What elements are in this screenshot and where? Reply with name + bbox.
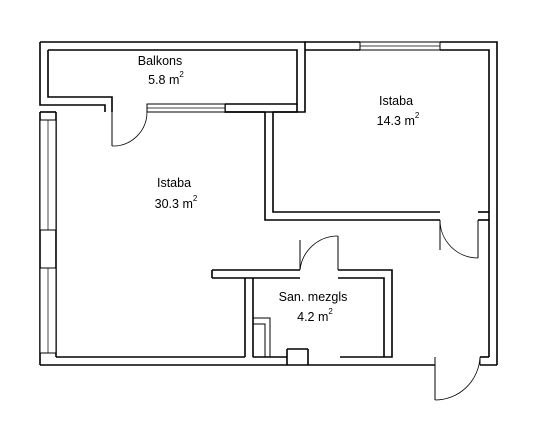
area-exp: 2 xyxy=(414,111,420,120)
windows xyxy=(39,41,441,354)
area-unit: m xyxy=(404,114,415,129)
area-unit: m xyxy=(169,73,180,88)
area-value: 4.2 xyxy=(297,310,315,325)
area-unit: m xyxy=(182,197,193,212)
room-area-bathroom: 4.2 m2 xyxy=(297,307,333,325)
room-name-bathroom: San. mezgls xyxy=(278,290,348,304)
area-value: 14.3 xyxy=(376,114,401,129)
room-name-right: Istaba xyxy=(378,94,414,108)
room-area-main: 30.3 m2 xyxy=(154,194,198,212)
room-name-balcony: Balkons xyxy=(137,54,183,68)
area-value: 5.8 xyxy=(148,73,166,88)
outer-walls xyxy=(39,41,498,366)
doors xyxy=(111,111,481,401)
area-exp: 2 xyxy=(179,70,184,79)
room-area-balcony: 5.8 m2 xyxy=(148,70,184,88)
room-name-main: Istaba xyxy=(156,176,192,190)
room-area-right: 14.3 m2 xyxy=(376,111,420,129)
area-exp: 2 xyxy=(328,307,333,316)
area-exp: 2 xyxy=(192,194,198,203)
interior-walls xyxy=(211,104,489,365)
area-unit: m xyxy=(318,310,329,325)
area-value: 30.3 xyxy=(154,197,179,212)
